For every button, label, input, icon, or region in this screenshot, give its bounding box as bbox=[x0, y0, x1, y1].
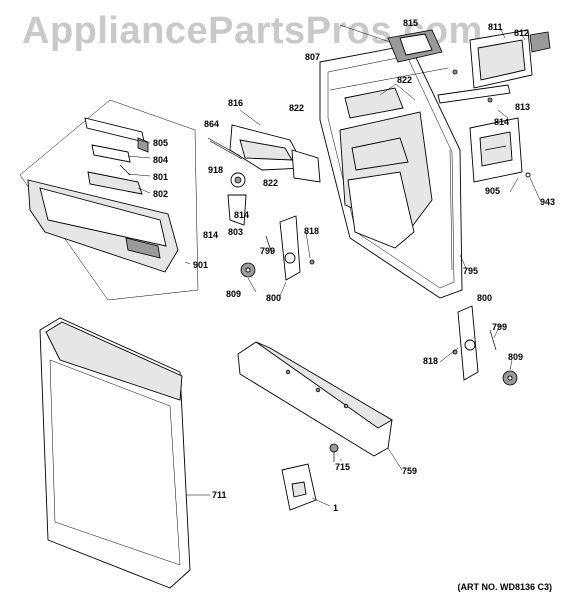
callout-809-right: 809 bbox=[508, 352, 524, 362]
callout-759: 759 bbox=[402, 466, 418, 476]
callout-901: 901 bbox=[193, 260, 209, 270]
callout-822-low: 822 bbox=[263, 178, 279, 188]
callout-864: 864 bbox=[204, 119, 220, 129]
toe-kick-drawing bbox=[237, 341, 393, 457]
callout-799-left: 799 bbox=[260, 246, 276, 256]
leader-lines bbox=[127, 24, 541, 507]
literature-packet-drawing bbox=[281, 463, 317, 511]
callout-918: 918 bbox=[208, 165, 224, 175]
left-hinge-drawing bbox=[240, 215, 315, 281]
right-hinge-drawing bbox=[452, 305, 518, 386]
outer-door-panel-drawing bbox=[39, 317, 191, 589]
callout-813: 813 bbox=[515, 102, 531, 112]
vent-assembly-drawing bbox=[387, 29, 443, 63]
art-number: (ART NO. WD8136 C3) bbox=[457, 582, 552, 592]
switch-918-drawing bbox=[227, 172, 247, 226]
callout-711: 711 bbox=[212, 490, 227, 500]
control-housing-drawing bbox=[469, 29, 551, 89]
bracket-813-drawing bbox=[437, 69, 511, 104]
control-board-drawing bbox=[469, 117, 531, 183]
handle-parts-drawing bbox=[84, 117, 149, 195]
callout-804: 804 bbox=[153, 155, 169, 165]
callout-943: 943 bbox=[540, 197, 556, 207]
callout-800-left: 800 bbox=[266, 293, 282, 303]
callout-814-center: 814 bbox=[234, 210, 250, 220]
callout-818-right: 818 bbox=[423, 356, 439, 366]
callout-822-top: 822 bbox=[397, 75, 413, 85]
console-assembly-drawing bbox=[19, 99, 199, 301]
callout-805: 805 bbox=[153, 138, 169, 148]
callout-812: 812 bbox=[514, 28, 530, 38]
inner-door-panel-drawing bbox=[319, 44, 463, 299]
callout-905: 905 bbox=[485, 186, 501, 196]
callout-814-right: 814 bbox=[494, 117, 510, 127]
callout-815: 815 bbox=[403, 18, 419, 28]
callout-809-left: 809 bbox=[226, 289, 242, 299]
callout-818-left: 818 bbox=[304, 226, 320, 236]
callout-811: 811 bbox=[488, 22, 503, 32]
screw-715-drawing bbox=[329, 443, 339, 462]
callout-802: 802 bbox=[153, 189, 169, 199]
callout-814-left: 814 bbox=[203, 230, 219, 240]
callout-1: 1 bbox=[333, 503, 339, 513]
callout-801: 801 bbox=[153, 172, 169, 182]
callout-803: 803 bbox=[228, 227, 244, 237]
callout-799-right: 799 bbox=[492, 322, 508, 332]
callout-822-mid: 822 bbox=[289, 103, 305, 113]
callout-800-right: 800 bbox=[477, 293, 493, 303]
callout-795: 795 bbox=[463, 266, 479, 276]
callout-816: 816 bbox=[228, 98, 244, 108]
callout-715: 715 bbox=[335, 462, 351, 472]
dispenser-assembly-drawing bbox=[207, 124, 321, 183]
callout-807: 807 bbox=[305, 52, 321, 62]
